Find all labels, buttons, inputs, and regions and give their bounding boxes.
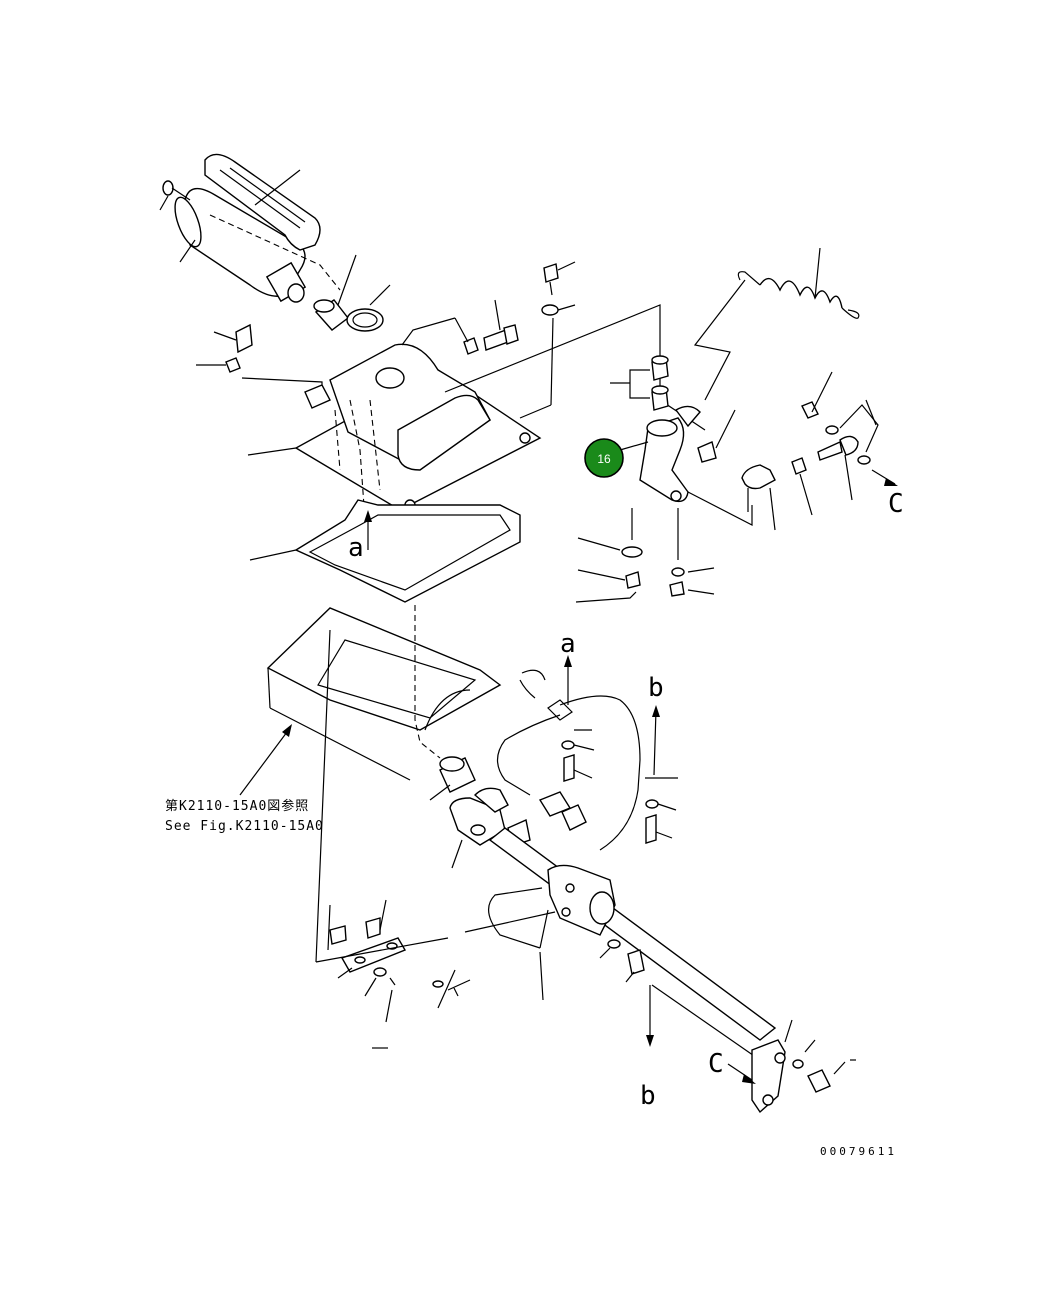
label-c-lower: C [708,1049,724,1079]
lower-bushing [429,756,476,801]
bolt-set-housing [454,299,519,355]
switch-linkage [449,787,777,1041]
lever-housing [247,317,542,521]
label-c-upper: C [888,489,904,519]
label-b-upper: b [648,673,664,703]
arrow-b-upper: b [648,673,664,776]
label-a-lower: a [560,629,576,659]
bracket-set-left [315,629,471,1049]
partial-outline [521,669,546,681]
arrow-a-upper: a [348,510,372,563]
drawing-code: 00079611 [820,1145,897,1158]
cam-lever [575,405,776,603]
callout-circle[interactable] [584,438,624,478]
control-lever-assembly [159,153,341,303]
arrow-a-lower: a [560,629,576,705]
reference-note-en: See Fig.K2110-15A0 [165,819,324,834]
spring-assembly [693,247,860,401]
callout-number: 16 [597,452,611,466]
callout-badge-16[interactable]: 16 [584,438,649,478]
reference-note-jp: 第K2110-15A0図参照 [165,798,309,814]
rod-end-assembly: C [791,371,904,519]
bushing-parts [313,254,391,332]
reference-pointer [239,724,292,796]
arrow-b-lower: b [640,985,656,1111]
bracket-set-right: C [651,984,856,1114]
label-b-lower: b [640,1081,656,1111]
collar-parts [610,355,669,411]
bolt-set-left [196,323,323,400]
wire-harness [496,695,678,851]
gasket-plates [249,499,536,781]
label-a-upper: a [348,533,364,563]
